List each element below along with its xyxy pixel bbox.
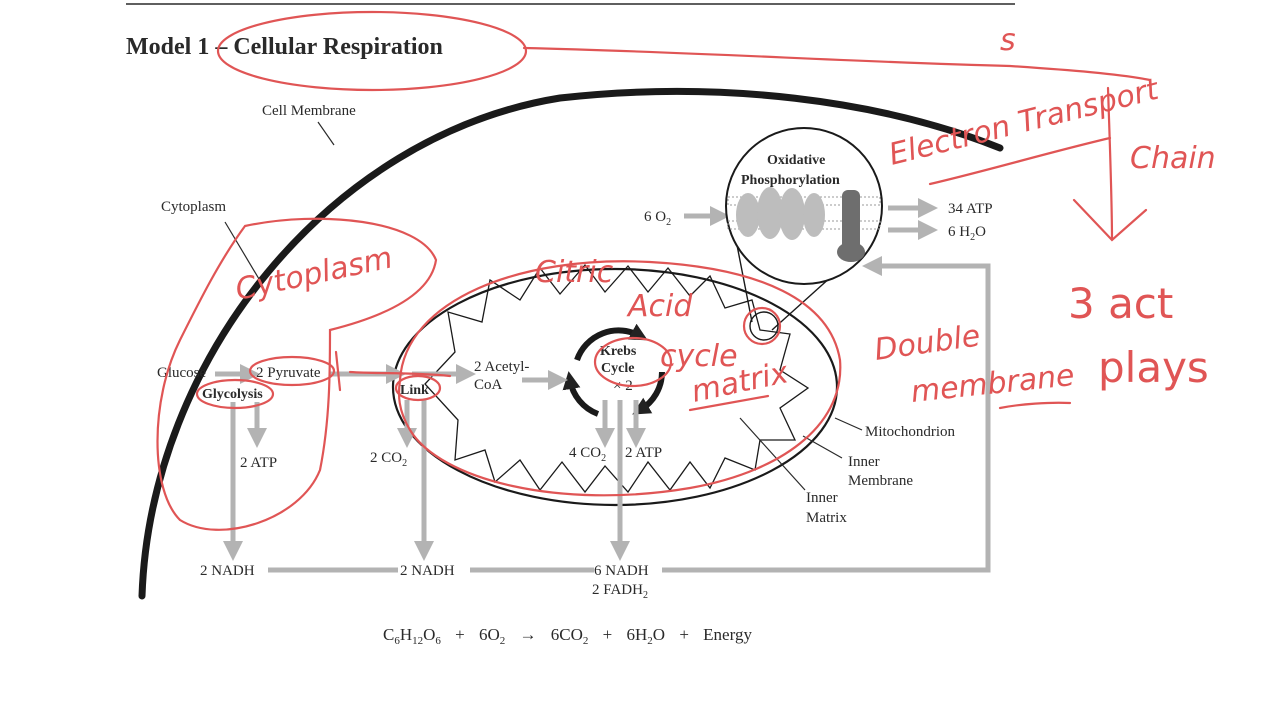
cytoplasm-region-outline [156, 217, 438, 531]
annotation-s-mark: s [1000, 23, 1016, 58]
annotation-cytoplasm: Cytoplasm [232, 240, 395, 307]
inner-membrane-label-1: Inner [848, 454, 880, 470]
flow-arrows [215, 198, 991, 573]
ets-underline [928, 136, 1112, 186]
glycolysis-circle [195, 378, 275, 410]
acetyl-label-2: CoA [474, 377, 503, 393]
zoom-source-circle [749, 311, 779, 341]
pyruvate-label: 2 Pyruvate [256, 365, 321, 381]
glucose-label: Glucose [157, 365, 206, 381]
krebs-atp-label: 2 ATP [625, 445, 662, 461]
annotation-plays: plays [1098, 343, 1209, 392]
double-membrane-outline [397, 260, 842, 497]
membrane-underline [998, 401, 1072, 410]
krebs-co2-label: 4 CO2 [569, 445, 606, 464]
cell-membrane-pointer [317, 121, 335, 146]
link-co2-label: 2 CO2 [370, 450, 407, 469]
zoom-line-left [735, 239, 753, 323]
krebs-arrow-right [632, 371, 665, 415]
mitochondrion-outer [391, 267, 839, 507]
annotation-double: Double [872, 318, 982, 367]
cell-membrane-label: Cell Membrane [262, 103, 356, 119]
mitochondrion-label: Mitochondrion [865, 424, 955, 440]
krebs-label-2: Cycle [601, 361, 634, 376]
krebs-nadh-label: 6 NADH [594, 563, 649, 579]
ets-site-circle [742, 306, 782, 346]
link-label: Link [400, 383, 429, 398]
phosphorylation-label: Phosphorylation [741, 173, 840, 188]
annotation-citric: Citric [535, 255, 614, 290]
krebs-label-1: Krebs [600, 344, 637, 359]
matrix-underline [688, 394, 770, 412]
fadh-label: 2 FADH2 [592, 582, 648, 601]
protein-complexes [736, 187, 865, 262]
inner-membrane-label-2: Membrane [848, 473, 913, 489]
annotation-chain: Chain [1130, 141, 1216, 176]
mitochondrion-pointer [834, 417, 863, 431]
inner-matrix-pointer [739, 417, 806, 491]
atp-34-label: 34 ATP [948, 201, 993, 217]
cell-membrane [138, 87, 1004, 600]
pyruvate-link-arrow [334, 350, 452, 392]
link-nadh-label: 2 NADH [400, 563, 455, 579]
inner-matrix-label-2: Matrix [806, 510, 847, 526]
annotation-cycle: cycle [660, 339, 738, 374]
glycolysis-nadh-label: 2 NADH [200, 563, 255, 579]
krebs-arrow-left [562, 371, 600, 417]
link-circle [394, 374, 442, 402]
glycolysis-label: Glycolysis [202, 387, 263, 402]
title-connector [522, 46, 1152, 82]
inner-membrane-pointer [802, 435, 843, 459]
oxygen-input-label: 6 O2 [644, 209, 671, 228]
oxidative-label: Oxidative [767, 153, 825, 168]
krebs-arrow-top [574, 323, 648, 362]
handwritten-annotations [156, 10, 1152, 531]
cytoplasm-label: Cytoplasm [161, 199, 226, 215]
krebs-circle [593, 336, 673, 388]
inner-membrane-folds [424, 263, 810, 494]
glycolysis-atp-label: 2 ATP [240, 455, 277, 471]
acetyl-label-1: 2 Acetyl- [474, 359, 529, 375]
handwritten-text: Cytoplasm Citric Acid cycle matrix Elect… [232, 23, 1215, 410]
title-circle [216, 10, 528, 92]
inner-matrix-label-1: Inner [806, 490, 838, 506]
ets-down-arrow [1072, 86, 1148, 242]
water-output-label: 6 H2O [948, 224, 986, 243]
overall-equation: C6H12O6 + 6O2 → 6CO2 + 6H2O + Energy [383, 625, 752, 648]
page-title: Model 1 – Cellular Respiration [126, 34, 443, 60]
annotation-three-act: 3 act [1068, 279, 1173, 328]
cytoplasm-pointer [224, 221, 263, 285]
annotation-acid: Acid [626, 289, 693, 324]
pyruvate-circle [248, 355, 336, 387]
